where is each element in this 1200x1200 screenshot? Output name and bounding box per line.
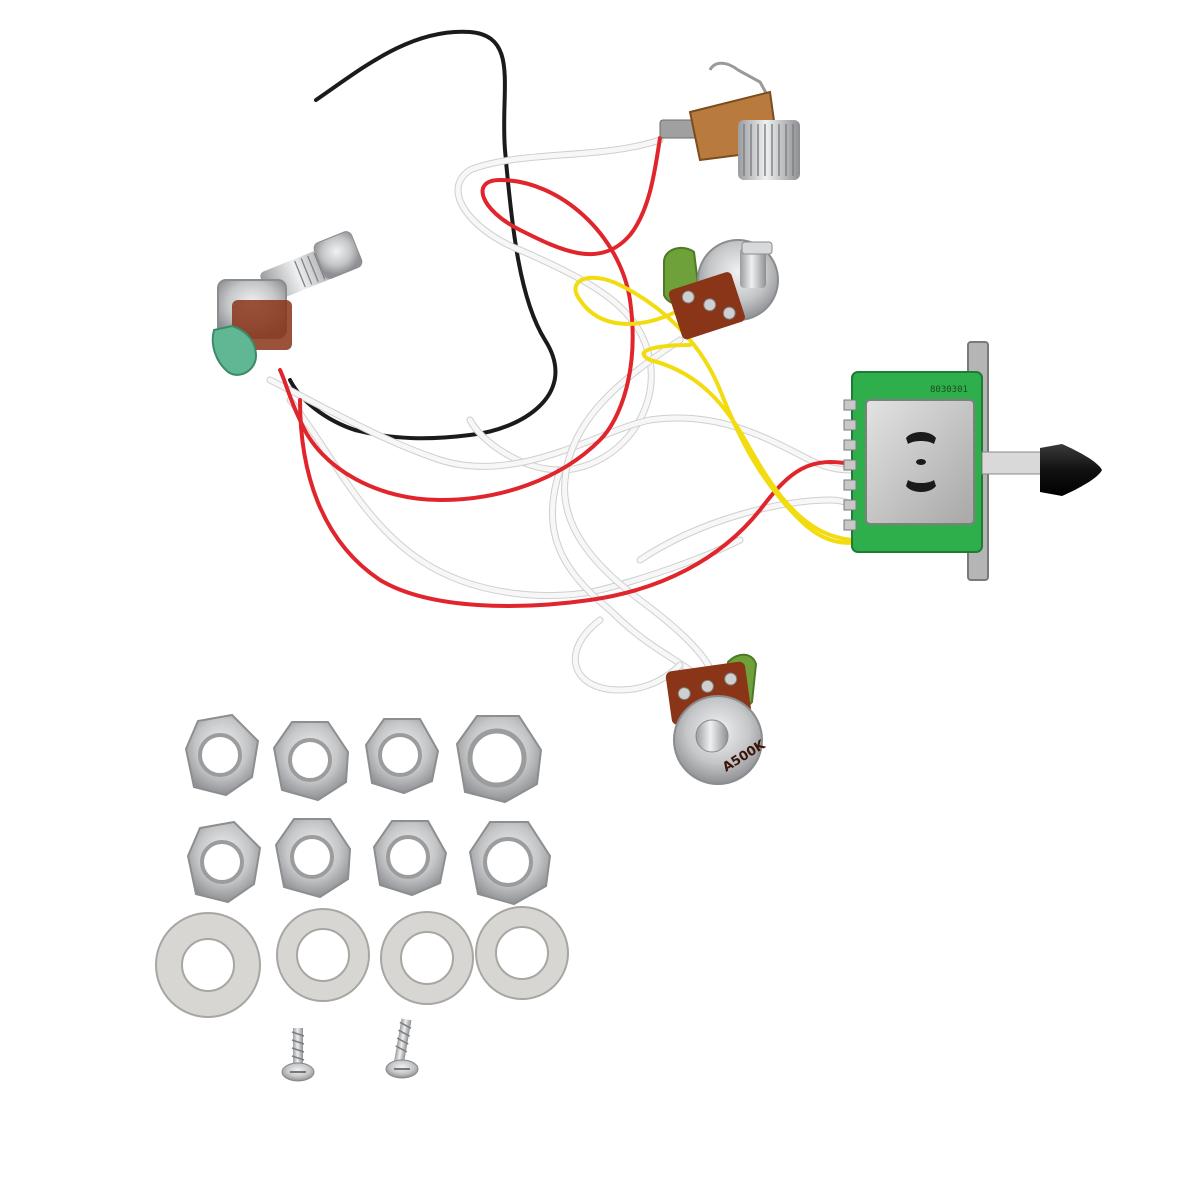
screws: [281, 1018, 419, 1082]
washer: [155, 912, 261, 1018]
output-jack: [659, 61, 800, 180]
screw: [281, 1028, 315, 1082]
hex-nuts: [184, 713, 552, 906]
switch-pcb-label: 8030301: [930, 385, 968, 395]
washer: [475, 906, 569, 1000]
hex-nut: [455, 715, 543, 804]
switch-housing-slots: [906, 432, 936, 492]
hex-nut: [468, 821, 552, 906]
wires-white: [266, 136, 864, 694]
hex-nut: [186, 820, 262, 904]
washers: [155, 906, 569, 1018]
washer: [380, 911, 474, 1005]
wires-red: [278, 136, 857, 608]
wire-black: [288, 29, 558, 441]
volume-pot-left: [211, 231, 363, 376]
hex-nut: [184, 713, 260, 797]
hex-nut: [372, 820, 448, 897]
switch-lever: [981, 451, 1043, 475]
shrink-tube: [211, 324, 258, 376]
pot-shaft: [695, 719, 729, 753]
hex-nut: [364, 718, 440, 795]
tone-pot-top: [663, 239, 779, 340]
screw: [385, 1018, 419, 1079]
switch-lugs: [843, 399, 857, 531]
jack-spring-contact: [708, 61, 772, 101]
five-way-switch: 8030301: [843, 341, 1102, 581]
tone-pot-bottom: A500K: [665, 653, 769, 785]
washer: [276, 908, 370, 1002]
hex-nut: [274, 818, 352, 899]
jack-thread-barrel: [738, 120, 800, 180]
pot-shaft: [740, 241, 773, 288]
pot-wafer: [668, 272, 745, 340]
switch-tip[interactable]: [1040, 444, 1102, 496]
hex-nut: [272, 721, 350, 802]
